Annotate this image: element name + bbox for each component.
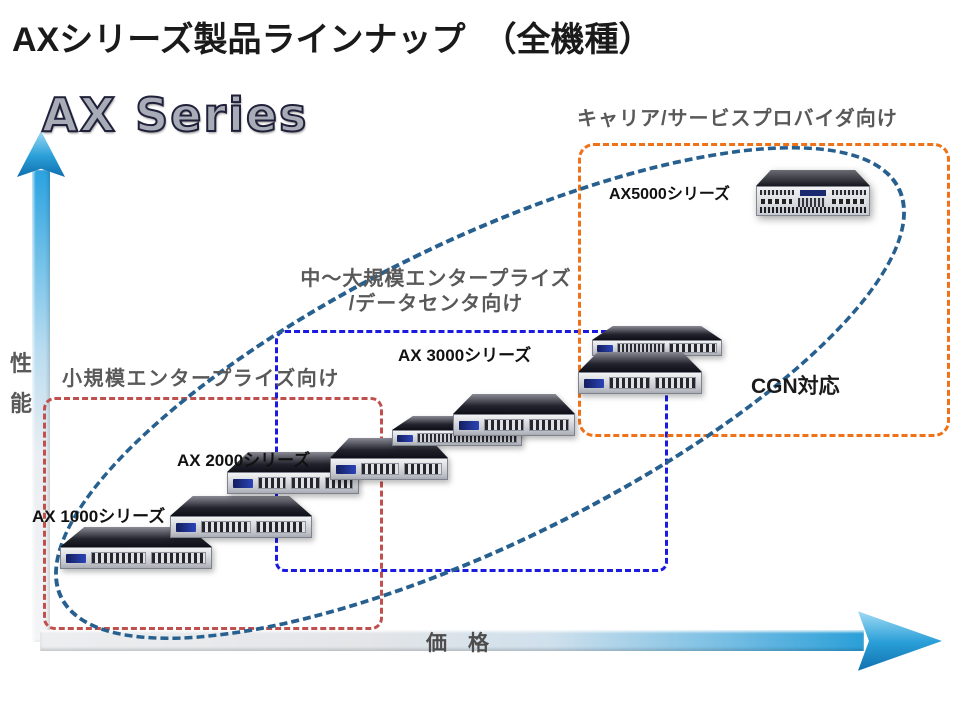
device-front [60,547,212,569]
device-top [227,452,359,472]
mid-enterprise-group-box [275,330,668,572]
device-ax3600-switch [592,326,722,356]
label-ax1000: AX 1000シリーズ [32,507,166,526]
device-ports [655,377,696,389]
device-logo-chip [597,344,613,352]
small-enterprise-group-box [43,397,383,630]
label-ax5000: AX5000シリーズ [609,186,731,203]
device-logo-chip [584,378,604,388]
price-axis-label: 価 格 [426,632,489,655]
device-ax3000-switch-2 [453,394,575,436]
device-front [170,516,312,538]
label-ax3000: AX 3000シリーズ [398,346,532,365]
carrier-group-box [578,143,950,437]
label-ax2000: AX 2000シリーズ [177,451,311,470]
device-logo-chip [459,420,479,430]
device-top [756,170,870,186]
device-front [227,472,359,494]
device-front [453,414,575,436]
ax-series-logo: AX Series [41,87,309,143]
device-top [592,326,722,340]
price-axis-arrow [40,630,864,651]
device-ax5000-chassis [756,170,870,216]
device-logo-chip [66,553,86,563]
device-front [578,372,702,394]
carrier-label: キャリア/サービスプロバイダ向け [577,108,898,130]
device-ports [291,477,320,489]
device-logo-chip [336,464,356,474]
device-top [453,394,575,414]
page-title: AXシリーズ製品ラインナップ （全機種） [12,21,653,59]
device-ports [832,199,866,204]
device-logo-chip [176,522,196,532]
performance-axis-label: 性能 [9,351,32,416]
price-axis-arrowhead-icon [858,611,942,671]
device-ax2000-switch [227,452,359,494]
mid-enterprise-label-line1: 中～大規模エンタープライズ [300,268,572,290]
device-ports [484,419,524,431]
device-ports [361,463,399,475]
device-ports [669,343,717,353]
device-ax2000-switch-2 [330,438,448,480]
device-ports [609,377,650,389]
device-ports [258,477,287,489]
device-logo-chip [233,478,253,488]
small-enterprise-label: 小規模エンタープライズ向け [62,368,340,390]
device-ports [91,552,146,564]
device-ports [404,463,442,475]
mid-enterprise-label: 中～大規模エンタープライズ /データセンタ向け [280,267,592,317]
device-ports [151,552,206,564]
chassis-vent [760,190,794,195]
device-front [756,186,870,216]
device-front [330,458,448,480]
device-ax3800-switch [578,352,702,394]
device-logo-chip [397,434,413,442]
device-ports [201,521,251,533]
chassis-vent-bottom [760,207,866,213]
device-ax1000-switch-2 [170,496,312,538]
mid-enterprise-label-line2: /データセンタ向け [348,293,524,315]
device-top [578,352,702,372]
chassis-vent [832,190,866,195]
device-logo-chip [799,190,827,196]
device-ports [256,521,306,533]
cgn-annotation: CGN対応 [751,375,840,398]
device-ports [529,419,569,431]
device-ports [761,199,793,204]
device-top [170,496,312,516]
